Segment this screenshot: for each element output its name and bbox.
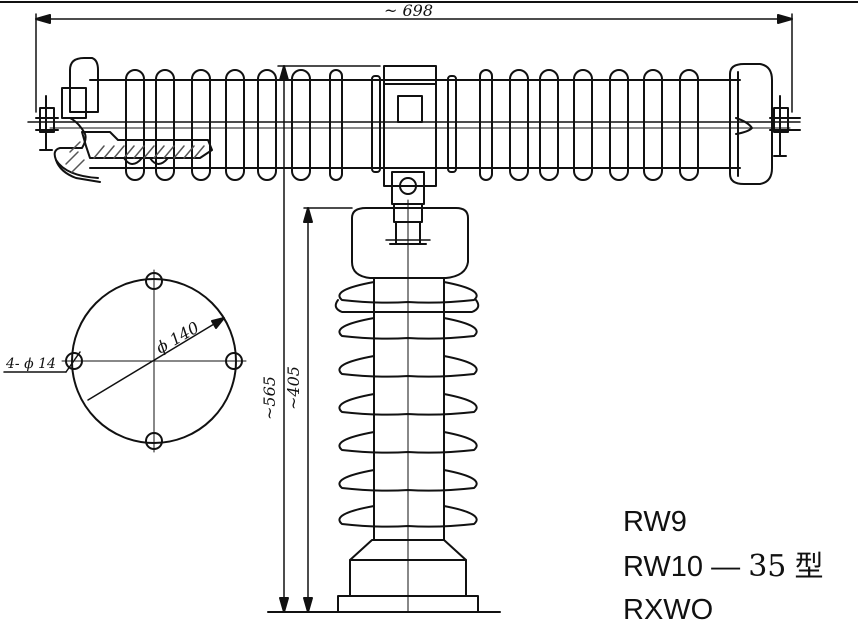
- tube-sheds-right: [447, 69, 699, 181]
- model-line3-text: RXWO: [623, 594, 714, 626]
- dimension-height-total: [277, 65, 381, 613]
- dimension-total-length: [35, 13, 793, 113]
- model-label-rxwo: RXWO: [623, 596, 713, 625]
- height-insulator-label: ~405: [284, 366, 303, 410]
- model-line2-number: 35: [748, 549, 787, 584]
- left-contact-fingers: [123, 157, 169, 165]
- hole-spec-label: 4- ϕ 14: [5, 356, 56, 372]
- model-label-rw9: RW9: [623, 508, 687, 537]
- model-line2-prefix: RW10: [623, 551, 704, 583]
- left-contact-hatching: [65, 141, 205, 173]
- right-end-fitting: [729, 63, 801, 185]
- post-insulator: [351, 199, 469, 613]
- tube-sheds-left: [125, 69, 381, 181]
- model-line2-suffix: 型: [794, 551, 824, 583]
- dimension-height-insulator: [303, 207, 353, 613]
- flange-view: [3, 269, 247, 453]
- post-insulator-sheds: [334, 281, 480, 528]
- model-label-rw10-35: RW10 — 35 型: [623, 552, 823, 582]
- height-total-label: ~565: [260, 376, 279, 420]
- total-length-label: ~ 698: [384, 1, 433, 20]
- left-end-fitting: [35, 57, 213, 183]
- model-line1-text: RW9: [623, 506, 687, 538]
- bolt-circle-label: ϕ 140: [153, 318, 203, 358]
- center-clamp: [383, 65, 437, 245]
- insulator-base: [267, 539, 501, 613]
- model-line2-dash: —: [711, 551, 741, 583]
